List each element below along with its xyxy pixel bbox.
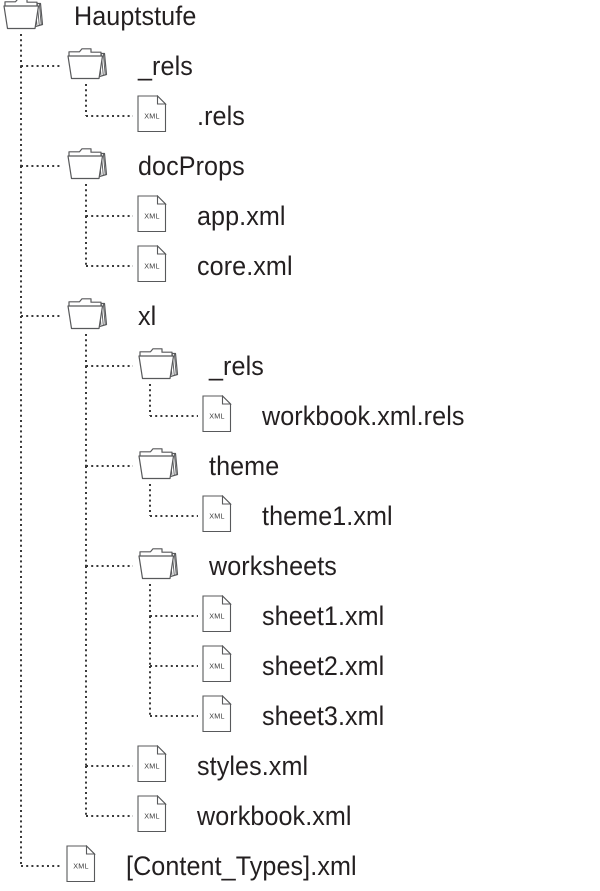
xml-file-icon: XML [202, 594, 232, 632]
svg-text:XML: XML [144, 111, 159, 120]
xml-file-icon-wrap: XML [202, 494, 232, 538]
tree-file-row[interactable]: XML app.xml [137, 191, 292, 241]
xml-file-icon-wrap: XML [137, 244, 167, 288]
folder-icon-wrap [66, 146, 110, 187]
svg-text:XML: XML [209, 411, 224, 420]
tree-node-label: app.xml [197, 201, 286, 231]
svg-text:XML: XML [144, 211, 159, 220]
svg-text:XML: XML [73, 861, 88, 870]
xml-file-icon: XML [202, 394, 232, 432]
tree-folder-row[interactable]: Hauptstufe [2, 0, 206, 41]
xml-file-icon: XML [66, 844, 96, 882]
svg-text:XML: XML [209, 511, 224, 520]
xml-file-icon-wrap: XML [202, 694, 232, 738]
xml-file-icon-wrap: XML [137, 194, 167, 238]
folder-icon-wrap [66, 46, 110, 87]
svg-text:XML: XML [209, 711, 224, 720]
svg-text:XML: XML [209, 661, 224, 670]
svg-text:XML: XML [144, 261, 159, 270]
xml-file-icon: XML [202, 694, 232, 732]
tree-folder-row[interactable]: _rels [66, 41, 197, 91]
xml-file-icon-wrap: XML [137, 794, 167, 838]
tree-node-label: sheet1.xml [262, 601, 385, 631]
tree-node-label: worksheets [209, 551, 337, 581]
tree-node-label: [Content_Types].xml [126, 851, 357, 881]
folder-icon [3, 0, 44, 29]
tree-node-label: sheet3.xml [262, 701, 385, 731]
xml-file-icon: XML [202, 644, 232, 682]
tree-node-label: workbook.xml.rels [262, 401, 465, 431]
tree-file-row[interactable]: XML sheet2.xml [202, 641, 394, 691]
tree-node-label: core.xml [197, 251, 293, 281]
tree-folder-row[interactable]: docProps [66, 141, 253, 191]
xml-file-icon: XML [137, 194, 167, 232]
xml-file-icon-wrap: XML [202, 644, 232, 688]
tree-folder-row[interactable]: theme [137, 441, 285, 491]
tree-folder-row[interactable]: _rels [137, 341, 268, 391]
tree-node-label: docProps [138, 151, 245, 181]
folder-icon [138, 547, 179, 579]
folder-icon [67, 47, 108, 79]
tree-folder-row[interactable]: worksheets [137, 541, 347, 591]
xml-file-icon-wrap: XML [137, 744, 167, 788]
folder-icon [138, 447, 179, 479]
folder-icon-wrap [137, 546, 181, 587]
tree-node-label: .rels [197, 101, 245, 131]
svg-text:XML: XML [144, 811, 159, 820]
tree-node-label: sheet2.xml [262, 651, 385, 681]
tree-node-label: xl [138, 301, 157, 331]
tree-node-label: Hauptstufe [74, 1, 197, 31]
tree-file-row[interactable]: XML workbook.xml [137, 791, 363, 841]
tree-file-row[interactable]: XML [Content_Types].xml [66, 841, 374, 891]
tree-file-row[interactable]: XML .rels [137, 91, 249, 141]
xml-file-icon-wrap: XML [202, 594, 232, 638]
svg-text:XML: XML [144, 761, 159, 770]
xml-file-icon-wrap: XML [66, 844, 96, 888]
folder-icon [67, 147, 108, 179]
folder-icon [138, 347, 179, 379]
tree-file-row[interactable]: XML core.xml [137, 241, 300, 291]
folder-icon-wrap [137, 446, 181, 487]
tree-file-row[interactable]: XML workbook.xml.rels [202, 391, 480, 441]
tree-node-label: styles.xml [197, 751, 309, 781]
tree-file-row[interactable]: XML sheet1.xml [202, 591, 394, 641]
xml-file-icon-wrap: XML [137, 94, 167, 138]
xml-file-icon-wrap: XML [202, 394, 232, 438]
tree-file-row[interactable]: XML sheet3.xml [202, 691, 394, 741]
tree-node-label: _rels [209, 351, 264, 381]
folder-icon-wrap [2, 0, 46, 37]
xml-file-icon: XML [202, 494, 232, 532]
svg-text:XML: XML [209, 611, 224, 620]
folder-icon [67, 297, 108, 329]
tree-node-label: _rels [138, 51, 193, 81]
xml-file-icon: XML [137, 744, 167, 782]
folder-icon-wrap [137, 346, 181, 387]
tree-node-label: workbook.xml [197, 801, 352, 831]
xml-file-icon: XML [137, 94, 167, 132]
tree-node-label: theme1.xml [262, 501, 393, 531]
tree-file-row[interactable]: XML theme1.xml [202, 491, 403, 541]
tree-file-row[interactable]: XML styles.xml [137, 741, 317, 791]
tree-folder-row[interactable]: xl [66, 291, 158, 341]
xml-file-icon: XML [137, 244, 167, 282]
xml-file-icon: XML [137, 794, 167, 832]
tree-node-label: theme [209, 451, 280, 481]
folder-icon-wrap [66, 296, 110, 337]
